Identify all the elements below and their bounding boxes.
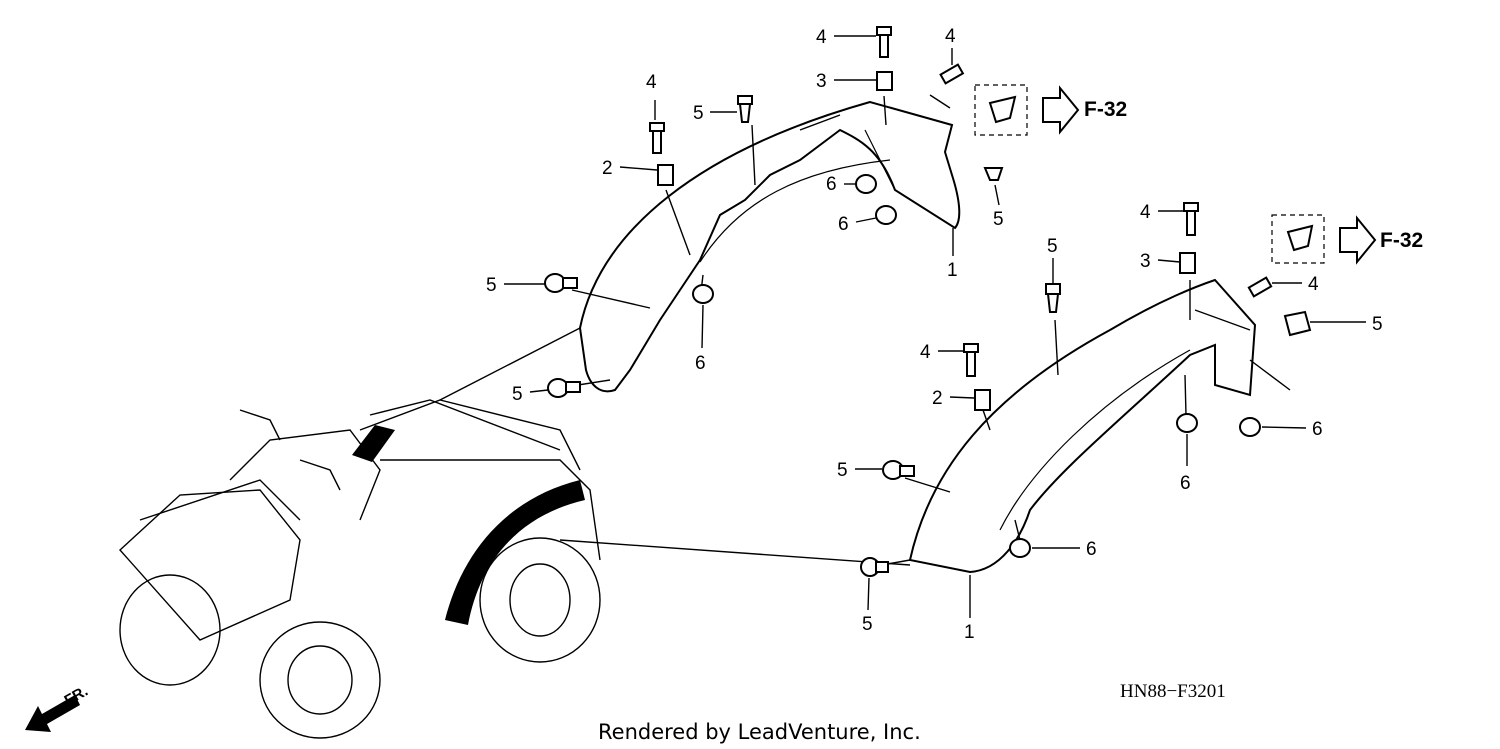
arrow-icon — [25, 695, 80, 732]
callout-5: 5 — [1047, 236, 1058, 257]
ref-label: F-32 — [1084, 98, 1127, 121]
diagram-code: HN88−F3201 — [1120, 681, 1226, 702]
credit-text: Rendered by LeadVenture, Inc. — [598, 720, 921, 744]
callout-3: 3 — [1140, 251, 1151, 272]
ref-label: F-32 — [1380, 229, 1423, 252]
leader-lines — [439, 94, 1291, 566]
callout-5: 5 — [693, 103, 704, 124]
callout-6: 6 — [838, 214, 849, 235]
callout-4: 4 — [646, 72, 657, 93]
atv-outline — [119, 399, 601, 739]
bolt-icon — [649, 122, 665, 154]
nut-icon — [875, 205, 897, 225]
push-clip-icon — [1045, 283, 1061, 313]
collar-icon — [974, 389, 991, 411]
push-clip-icon — [737, 95, 753, 123]
collar-icon — [876, 71, 893, 91]
callout-5: 5 — [512, 384, 523, 405]
nut-icon — [1239, 417, 1261, 437]
bolt-icon — [1247, 276, 1273, 298]
callout-2: 2 — [602, 158, 613, 179]
collar-icon — [657, 164, 674, 186]
nut-icon — [692, 284, 714, 304]
nut-icon — [1176, 413, 1198, 433]
push-clip-icon — [983, 167, 1004, 181]
callout-5: 5 — [1372, 314, 1383, 335]
arrow-icon — [1339, 215, 1377, 265]
callout-4: 4 — [1140, 202, 1151, 223]
callout-4: 4 — [920, 342, 931, 363]
rear-fender[interactable] — [578, 100, 961, 393]
callout-5: 5 — [837, 460, 848, 481]
nut-icon — [1009, 538, 1031, 558]
bolt-icon — [1183, 202, 1199, 236]
callout-6: 6 — [1312, 419, 1323, 440]
callout-5: 5 — [862, 614, 873, 635]
callout-6: 6 — [826, 174, 837, 195]
callout-6: 6 — [1180, 473, 1191, 494]
callout-1: 1 — [947, 260, 958, 281]
arrow-icon — [1042, 85, 1080, 135]
push-clip-icon — [544, 273, 578, 293]
callout-1: 1 — [964, 622, 975, 643]
reference-f32-top[interactable]: F-32 — [974, 84, 1127, 136]
callout-6: 6 — [1086, 539, 1097, 560]
callout-5: 5 — [993, 209, 1004, 230]
front-direction-marker: FR. — [25, 683, 91, 732]
bolt-icon — [876, 26, 892, 58]
bolt-icon — [963, 343, 979, 377]
callout-3: 3 — [816, 71, 827, 92]
callout-4: 4 — [945, 26, 956, 47]
push-clip-icon — [988, 95, 1017, 124]
callout-5: 5 — [486, 275, 497, 296]
callout-4: 4 — [816, 27, 827, 48]
push-clip-icon — [1283, 310, 1312, 337]
rear-fender-assembly — [578, 100, 961, 393]
callout-4: 4 — [1308, 274, 1319, 295]
bolt-icon — [939, 63, 965, 85]
collar-icon — [1179, 252, 1196, 274]
push-clip-icon — [882, 460, 915, 480]
front-fender-assembly — [908, 278, 1257, 574]
callout-2: 2 — [932, 388, 943, 409]
callout-6: 6 — [695, 353, 706, 374]
nut-icon — [855, 174, 877, 194]
push-clip-icon — [860, 557, 889, 577]
push-clip-icon — [1286, 224, 1314, 252]
push-clip-icon — [547, 378, 581, 398]
reference-f32-right[interactable]: F-32 — [1271, 214, 1423, 265]
front-fender[interactable] — [908, 278, 1257, 574]
